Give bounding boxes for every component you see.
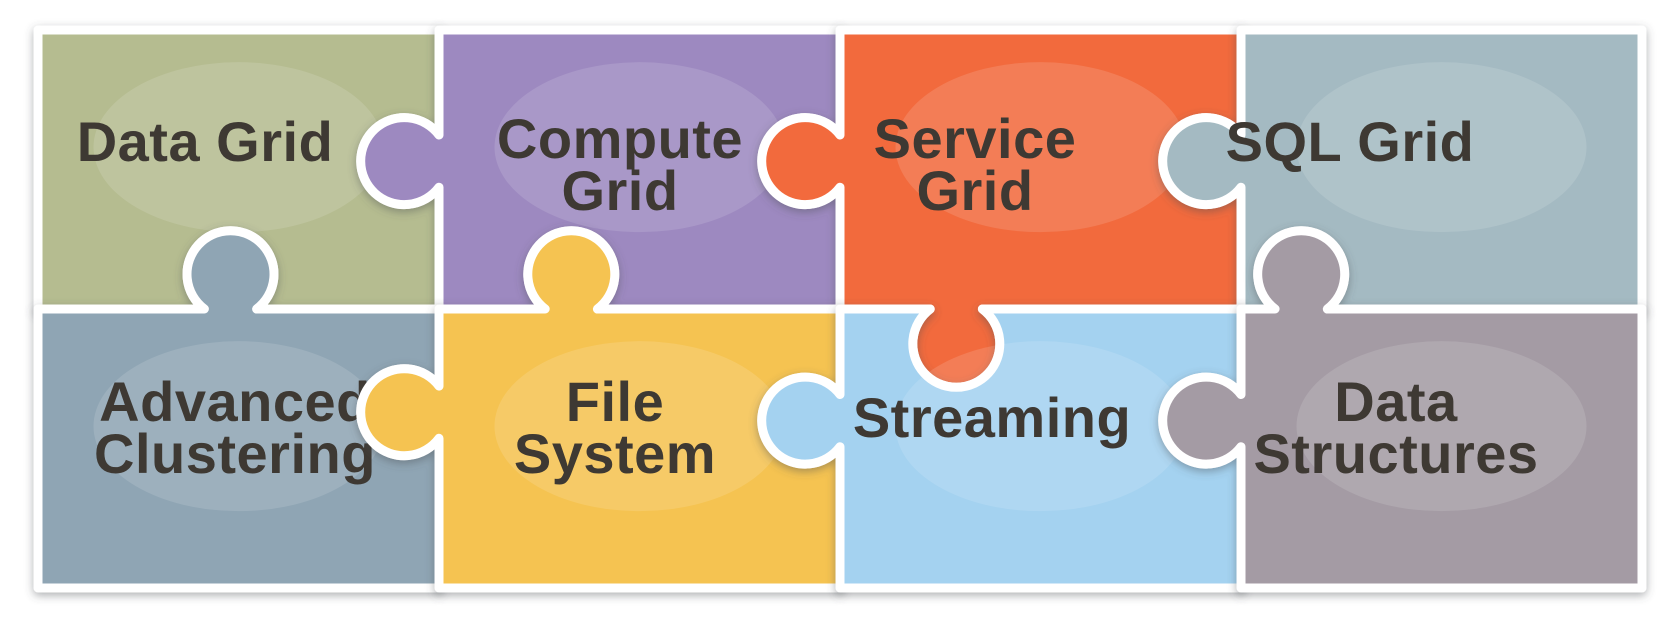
- piece-label: Structures: [1253, 422, 1538, 485]
- piece-label: Data: [1334, 370, 1458, 433]
- piece-label: Compute: [497, 107, 743, 170]
- piece-label: System: [514, 422, 716, 485]
- piece-label: Grid: [561, 159, 678, 222]
- piece-label: Advanced: [99, 370, 371, 433]
- piece-shape: [1158, 226, 1647, 593]
- piece-label: Data Grid: [77, 110, 334, 173]
- piece-label: File: [566, 370, 664, 433]
- piece-label: Service: [874, 107, 1077, 170]
- piece-label: SQL Grid: [1226, 110, 1475, 173]
- piece-label: Grid: [916, 159, 1033, 222]
- piece-label: Clustering: [94, 422, 376, 485]
- piece-label: Streaming: [853, 386, 1131, 449]
